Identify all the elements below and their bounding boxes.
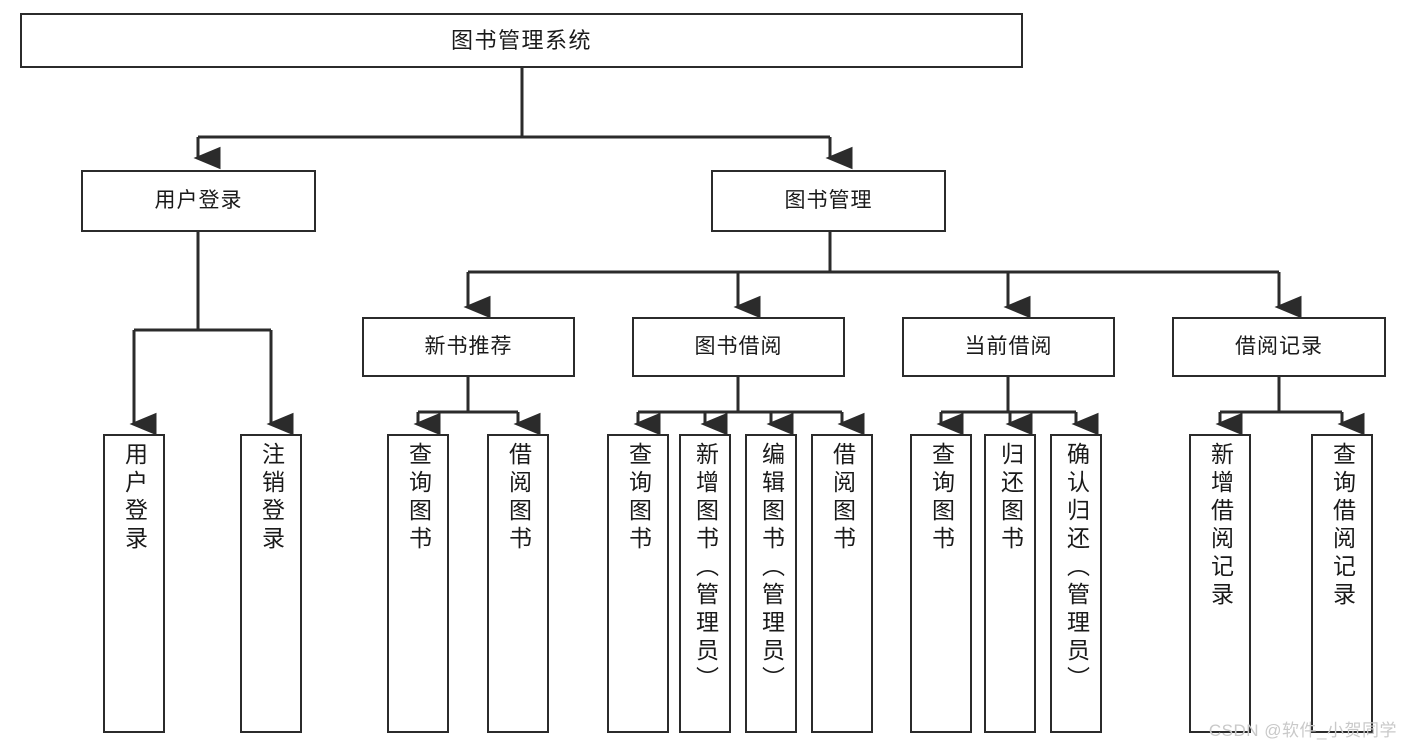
- leaf-borrow-book-recommend[interactable]: 借阅图书: [487, 434, 549, 733]
- leaf-confirm-return-admin-label: 确认归还（管理员）: [1063, 442, 1090, 694]
- leaf-return-book[interactable]: 归还图书: [984, 434, 1036, 733]
- leaf-query-book-recommend-label: 查询图书: [405, 442, 432, 554]
- leaf-query-borrow-record[interactable]: 查询借阅记录: [1311, 434, 1373, 733]
- leaf-logout-label: 注销登录: [258, 442, 285, 554]
- node-new-book-recommend-label: 新书推荐: [424, 334, 513, 358]
- leaf-add-book-admin-label: 新增图书（管理员）: [692, 442, 719, 694]
- leaf-edit-book-admin[interactable]: 编辑图书（管理员）: [745, 434, 797, 733]
- leaf-borrow-book[interactable]: 借阅图书: [811, 434, 873, 733]
- node-root-label: 图书管理系统: [450, 27, 592, 53]
- leaf-query-book-current[interactable]: 查询图书: [910, 434, 972, 733]
- leaf-query-borrow-record-label: 查询借阅记录: [1329, 442, 1356, 610]
- node-borrow-record[interactable]: 借阅记录: [1172, 317, 1386, 377]
- leaf-query-book-current-label: 查询图书: [928, 442, 955, 554]
- leaf-user-login[interactable]: 用户登录: [103, 434, 165, 733]
- node-book-borrow-label: 图书借阅: [694, 334, 783, 358]
- leaf-add-book-admin[interactable]: 新增图书（管理员）: [679, 434, 731, 733]
- leaf-borrow-book-recommend-label: 借阅图书: [505, 442, 532, 554]
- leaf-borrow-book-label: 借阅图书: [829, 442, 856, 554]
- leaf-add-borrow-record-label: 新增借阅记录: [1207, 442, 1234, 610]
- node-current-borrow[interactable]: 当前借阅: [902, 317, 1115, 377]
- leaf-user-login-label: 用户登录: [121, 442, 148, 554]
- node-current-borrow-label: 当前借阅: [964, 334, 1053, 358]
- node-root[interactable]: 图书管理系统: [20, 13, 1023, 68]
- leaf-return-book-label: 归还图书: [997, 442, 1024, 554]
- leaf-query-book-borrow[interactable]: 查询图书: [607, 434, 669, 733]
- node-book-borrow[interactable]: 图书借阅: [632, 317, 845, 377]
- leaf-query-book-borrow-label: 查询图书: [625, 442, 652, 554]
- node-user-login-label: 用户登录: [154, 188, 243, 212]
- watermark: CSDN @软件_小贺同学: [1208, 721, 1397, 740]
- leaf-edit-book-admin-label: 编辑图书（管理员）: [758, 442, 785, 694]
- leaf-query-book-recommend[interactable]: 查询图书: [387, 434, 449, 733]
- node-user-login[interactable]: 用户登录: [81, 170, 316, 232]
- node-new-book-recommend[interactable]: 新书推荐: [362, 317, 575, 377]
- node-borrow-record-label: 借阅记录: [1235, 334, 1323, 358]
- leaf-add-borrow-record[interactable]: 新增借阅记录: [1189, 434, 1251, 733]
- leaf-confirm-return-admin[interactable]: 确认归还（管理员）: [1050, 434, 1102, 733]
- node-book-management-label: 图书管理: [784, 188, 873, 212]
- node-book-management[interactable]: 图书管理: [711, 170, 946, 232]
- leaf-logout[interactable]: 注销登录: [240, 434, 302, 733]
